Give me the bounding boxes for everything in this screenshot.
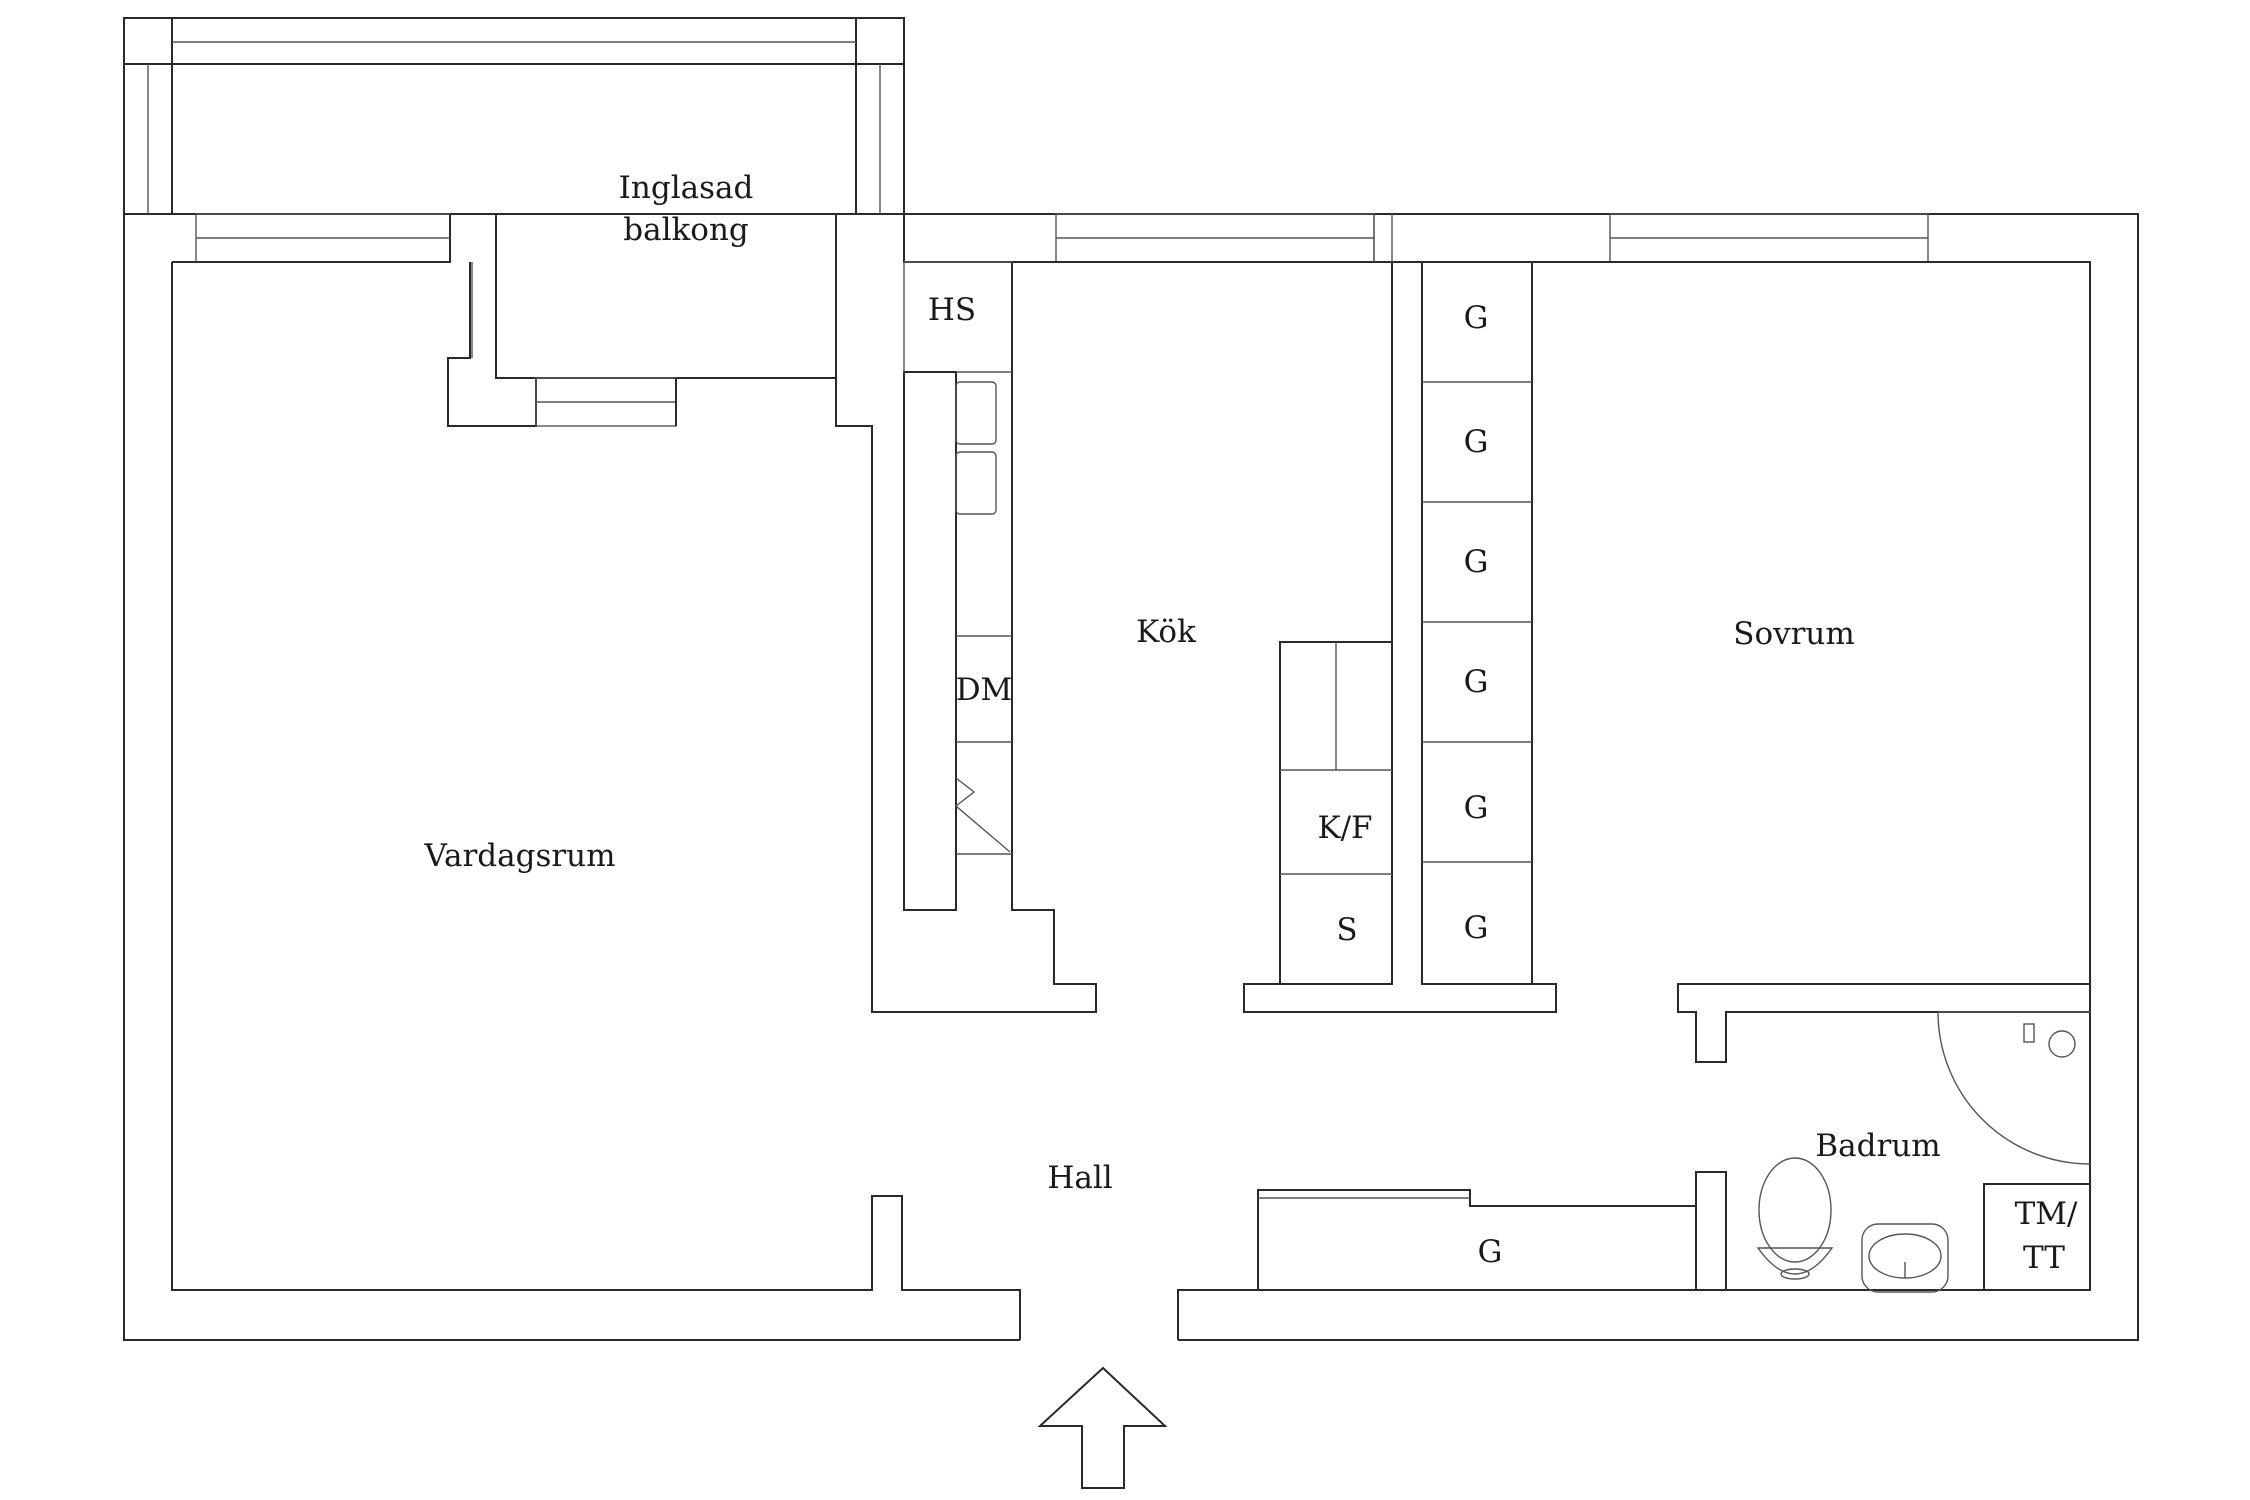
bedroom-wardrobe-column [1421,261,1533,985]
wardrobe-label: G [1464,424,1489,460]
kitchen-label: Kök [1136,614,1196,650]
bathroom [1695,1011,2091,1293]
hall-wardrobe-label: G [1478,1234,1503,1270]
balcony-walls [123,17,905,215]
outer-walls [123,213,2139,1341]
bedroom-walls [1532,261,2091,1063]
tm-label-line1: TM/ [2015,1196,2078,1232]
balcony-inner-walls [172,213,1097,1013]
north-windows [1055,213,1929,263]
hall-wardrobe [1257,1189,1696,1290]
fridge-freezer-label: K/F [1317,810,1372,846]
wardrobe-label: G [1464,910,1489,946]
wardrobe-label: G [1464,544,1489,580]
kitchen-walls [904,214,1557,1013]
wardrobe-label: G [1464,790,1489,826]
dm-label: DM [956,672,1013,708]
stove-cabinet [1279,641,1393,985]
bathroom-label: Badrum [1815,1128,1940,1164]
living-room-label: Vardagsrum [423,838,615,874]
wardrobe-label: G [1464,664,1489,700]
bedroom-label: Sovrum [1733,616,1855,652]
s-label: S [1336,912,1357,948]
balcony-label-line1: Inglasad [619,170,754,206]
entrance-arrow [1037,1366,1168,1489]
hs-label: HS [928,292,976,328]
tm-label-line2: TT [2023,1240,2065,1276]
kitchen-counter [903,261,1012,911]
wardrobe-label: G [1464,300,1489,336]
hall-label: Hall [1047,1160,1112,1196]
balcony-label-line2: balkong [623,212,749,248]
